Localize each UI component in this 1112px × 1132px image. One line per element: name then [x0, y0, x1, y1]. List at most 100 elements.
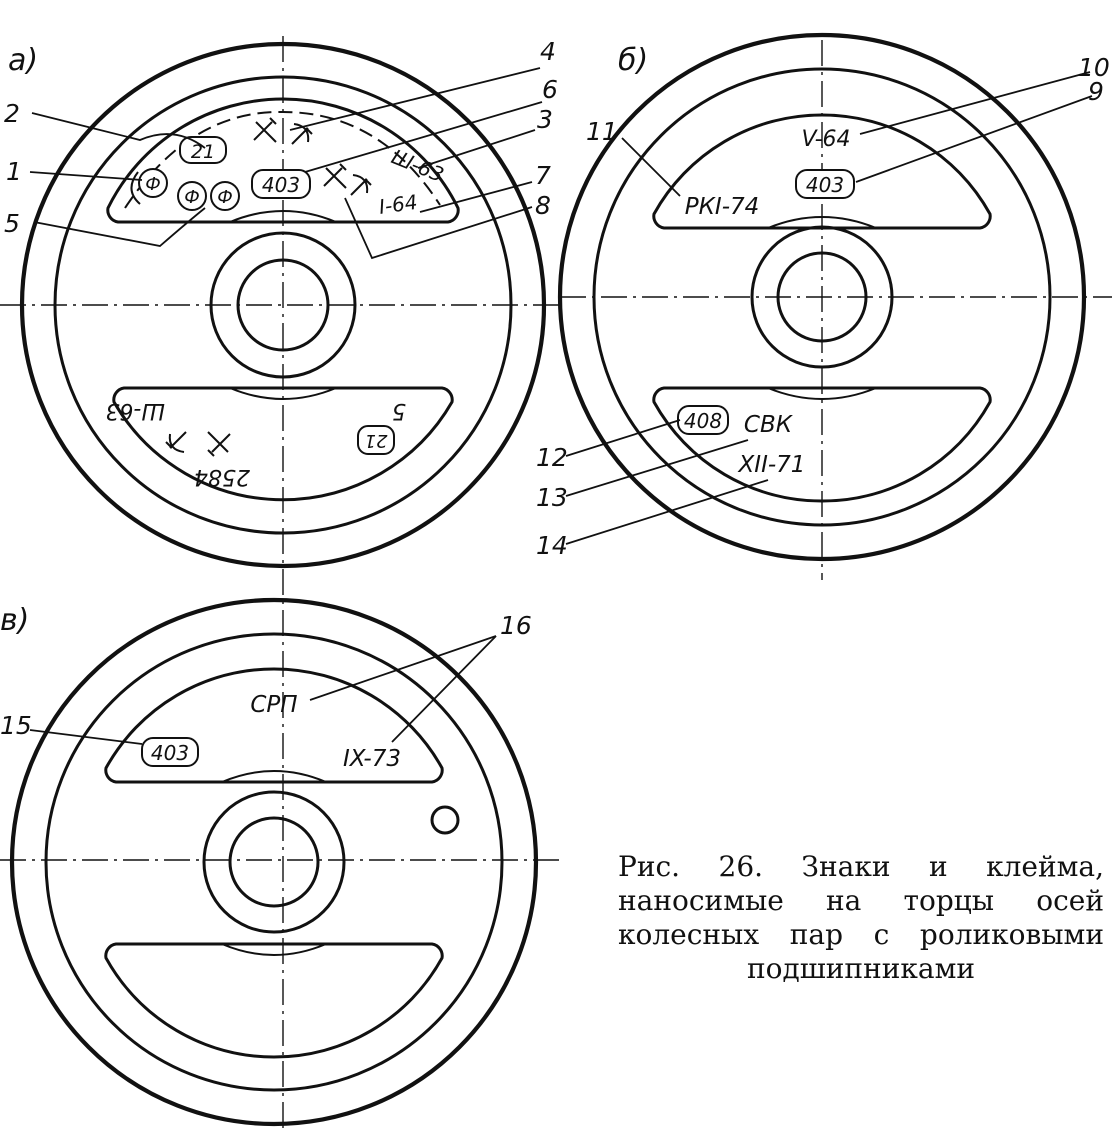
panel-a-upper-bolt-arc: [229, 210, 337, 223]
panel-a-leader-1: [29, 171, 143, 181]
panel-a-number-2: 2: [4, 99, 20, 128]
panel-v-upper-window: [104, 667, 444, 784]
panel-b-stamp-rk: РКI-74: [685, 194, 760, 220]
panel-a-center-hole: [236, 258, 330, 352]
panel-v: 403 СРП IX-73 в) 15 16: [0, 597, 560, 1127]
panel-a-stamp-f-1: Ф: [145, 174, 161, 195]
panel-a-leader-7: [419, 181, 533, 213]
panel-b: V-64 403 РКI-74 408 СВК XII-71 б) 10 9 1…: [536, 32, 1112, 580]
panel-a-lower-box-21: [357, 425, 395, 455]
panel-b-number-9: 9: [1088, 77, 1104, 106]
panel-a-circle-f-1: [138, 168, 168, 198]
panel-a-circle-f-2: [177, 181, 207, 211]
panel-b-stamp-408: 408: [684, 409, 722, 433]
panel-b-stamp-month: XII-71: [738, 452, 806, 478]
panel-b-leader-13: [565, 439, 749, 497]
panel-b-leader-12: [565, 419, 681, 457]
panel-v-number-16: 16: [500, 611, 532, 640]
panel-a-leader-8: [344, 197, 533, 260]
panel-a-circle-f-3: [210, 181, 240, 211]
panel-v-stamp-srp: СРП: [250, 692, 297, 718]
panel-b-upper-window: [652, 113, 992, 230]
panel-v-center-hole: [228, 816, 320, 908]
figure-caption: Рис. 26. Знаки и клейма, наносимые на то…: [618, 850, 1104, 985]
panel-v-small-hole: [430, 805, 460, 835]
panel-a-lower-emblem-1: [165, 431, 187, 453]
panel-b-stamp-cbk: СВК: [744, 412, 794, 438]
panel-v-hub-ring: [202, 790, 346, 934]
panel-v-leader-16b: [391, 635, 497, 743]
panel-a-emblem-top-1: [253, 117, 277, 143]
panel-v-box-403: [141, 737, 199, 767]
panel-a-lower-window: [112, 386, 454, 502]
panel-a-outer-ring: [19, 41, 547, 569]
panel-a-number-8: 8: [535, 191, 551, 220]
panel-v-stamp-month: IX-73: [343, 746, 401, 772]
panel-b-leader-11: [621, 137, 681, 197]
panel-v-lower-bolt-arc: [221, 943, 327, 956]
panel-a-hub-ring: [209, 231, 357, 379]
panel-v-upper-bolt-arc: [221, 770, 327, 783]
panel-a-lower-5: 5: [392, 398, 406, 423]
panel-a-number-4: 4: [540, 37, 556, 66]
panel-v-number-15: 15: [0, 711, 32, 740]
panel-b-center-hole: [776, 251, 868, 343]
panel-a-number-1: 1: [6, 157, 22, 186]
panel-b-number-11: 11: [586, 117, 618, 146]
panel-a-stamp-f-2: Ф: [184, 187, 200, 208]
panel-b-leader-10: [859, 71, 1091, 135]
panel-a-leader-6: [304, 101, 543, 173]
panel-a-lower-21: 21: [365, 430, 388, 451]
panel-a-number-5: 5: [4, 209, 20, 238]
panel-a-lower-serial: 2584: [194, 464, 250, 489]
panel-a: 21 403 Ф Ф Ф Ш-63 I-64 Ш-63 5 21 2584: [0, 36, 560, 1132]
panel-b-number-13: 13: [536, 483, 568, 512]
panel-a-upper-window: [106, 97, 460, 224]
panel-v-lower-window: [104, 942, 444, 1059]
panel-a-box-403: [251, 169, 311, 199]
panel-b-lower-window: [652, 386, 992, 503]
panel-a-number-3: 3: [537, 105, 553, 134]
panel-b-lower-bolt-arc: [767, 387, 877, 400]
panel-a-left-bracket: [130, 171, 141, 205]
panel-a-number-6: 6: [542, 75, 558, 104]
panel-b-middle-ring: [592, 67, 1052, 527]
panel-b-leader-14: [565, 479, 769, 545]
panel-b-upper-bolt-arc: [767, 216, 877, 229]
panel-a-emblem-top-2: [291, 123, 313, 145]
panel-v-stamp-403: 403: [151, 741, 189, 765]
panel-b-stamp-403: 403: [806, 173, 844, 197]
panel-a-middle-ring: [53, 75, 513, 535]
panel-a-label: а): [8, 43, 38, 78]
panel-a-stamp-21: 21: [191, 141, 215, 163]
panel-a-dashed-boundary: [124, 110, 441, 209]
panel-a-lower-bolt-arc: [229, 387, 337, 400]
panel-b-leader-9: [855, 95, 1093, 183]
panel-b-number-12: 12: [536, 443, 568, 472]
panel-a-leader-5: [33, 207, 206, 247]
panel-v-label: в): [0, 603, 29, 638]
panel-v-leader-15: [29, 729, 143, 745]
panel-a-emblem-mid-2: [350, 174, 372, 196]
panel-b-box-403: [795, 169, 855, 199]
panel-a-leader-4: [289, 67, 541, 131]
panel-a-box-21: [179, 136, 227, 164]
panel-a-stamp-403: 403: [262, 173, 300, 197]
panel-b-label: б): [618, 43, 648, 78]
panel-a-leader-3: [417, 129, 536, 169]
panel-a-emblem-mid-1: [323, 163, 347, 189]
panel-b-number-10: 10: [1078, 53, 1110, 82]
panel-v-middle-ring: [44, 632, 504, 1092]
panel-v-outer-ring: [9, 597, 539, 1127]
panel-a-leader-2: [31, 112, 206, 149]
panel-a-stamp-f-3: Ф: [217, 187, 233, 208]
panel-b-number-14: 14: [536, 531, 568, 560]
panel-b-outer-ring: [557, 32, 1087, 562]
panel-a-lower-emblem-2: [207, 431, 231, 457]
panel-v-leader-16a: [309, 635, 497, 701]
panel-a-number-7: 7: [535, 161, 551, 190]
panel-b-stamp-year: V-64: [801, 127, 850, 152]
panel-a-lower-month: Ш-63: [106, 398, 165, 423]
panel-a-stamp-year: I-64: [377, 190, 419, 219]
